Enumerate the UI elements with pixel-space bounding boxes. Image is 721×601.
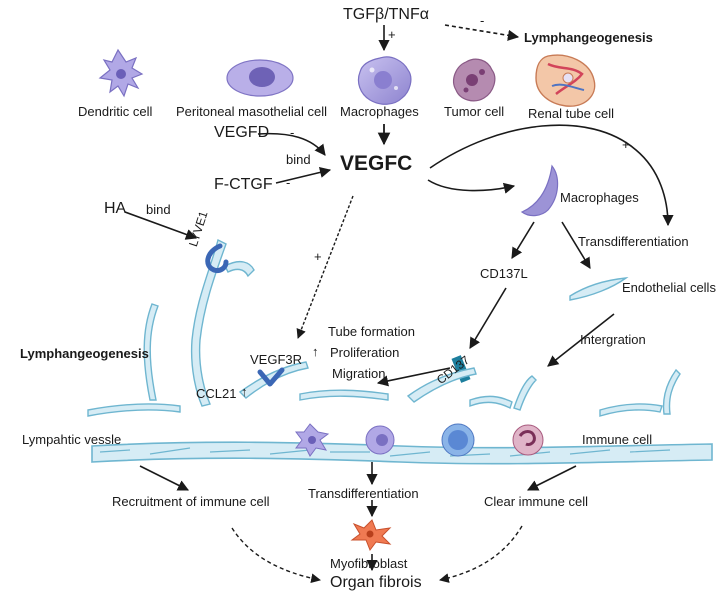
tube-formation-label: Tube formation xyxy=(328,324,415,339)
cd137l-label: CD137L xyxy=(480,266,528,281)
fctgf-to-vegfc-arrow xyxy=(275,166,332,184)
macrophage-to-cd137l-arrow xyxy=(511,221,535,259)
vegfc-to-vegf3r-dashed-arrow xyxy=(296,195,354,339)
tgf-tnf-label: TGFβ/TNFα xyxy=(343,6,429,23)
immune-dendritic-cell-icon xyxy=(295,423,330,457)
cd137l-to-cd137-arrow xyxy=(469,287,507,349)
organ-fibrosis-label: Organ fibrois xyxy=(330,574,422,591)
renal-tube-cell-label: Renal tube cell xyxy=(528,106,614,121)
dendritic-cell-label: Dendritic cell xyxy=(78,104,153,119)
clear-to-fibrosis-dashed-arrow xyxy=(439,525,523,583)
immune-to-clear-arrow xyxy=(526,465,577,491)
vegf3r-up-arrow: ↑ xyxy=(312,344,319,359)
macrophage-to-endothelial-arrow xyxy=(561,221,591,269)
cd137-to-effects-arrow xyxy=(376,367,451,387)
transdifferentiation-right-label: Transdifferentiation xyxy=(578,234,689,249)
lymphatic-vessel-label: Lympahtic vessle xyxy=(22,432,122,447)
recruitment-to-fibrosis-dashed-arrow xyxy=(231,527,321,584)
tumor-cell-label: Tumor cell xyxy=(444,104,505,119)
myofibroblast-icon xyxy=(350,519,392,552)
endothelial-cells-label: Endothelial cells xyxy=(622,280,716,295)
bind-label-lyve1: bind xyxy=(146,202,171,217)
endothelial-to-vessel-arrow xyxy=(547,313,615,367)
vegfc-label: VEGFC xyxy=(340,152,413,175)
lyve1-receptor-icon xyxy=(205,243,229,273)
bind-label-vegfc: bind xyxy=(286,152,311,167)
vegfd-label: VEGFD xyxy=(214,124,270,141)
lymphatic-capillaries xyxy=(87,238,681,417)
immune-lymphocyte-icon xyxy=(441,423,475,457)
macrophages-top-label: Macrophages xyxy=(340,104,419,119)
recruitment-label: Recruitment of immune cell xyxy=(112,494,270,509)
endothelial-cell-icon xyxy=(569,277,629,301)
renal-tube-cell-icon xyxy=(535,54,596,107)
dendritic-cell-icon xyxy=(98,48,144,98)
vegfc-plus-sign: + xyxy=(622,137,630,152)
ha-label: HA xyxy=(104,200,127,217)
vegf3r-receptor-icon xyxy=(257,367,285,387)
transdifferentiation-bottom-label: Transdifferentiation xyxy=(308,486,419,501)
macrophages-right-label: Macrophages xyxy=(560,190,639,205)
ccl21-up-arrow: ↑ xyxy=(241,384,248,399)
fctgf-label: F-CTGF xyxy=(214,176,273,193)
tgf-minus-sign: - xyxy=(480,13,485,28)
vegfc-to-macrophages-arrow xyxy=(427,179,516,194)
tgf-to-lymphangeogenesis-dashed-arrow xyxy=(444,24,520,41)
macrophage-top-icon xyxy=(357,56,412,105)
vessel-to-recruitment-arrow xyxy=(139,465,190,491)
immune-macrophage-icon xyxy=(365,425,395,455)
lymphangeogenesis-top-label: Lymphangeogenesis xyxy=(524,30,653,45)
peritoneal-cell-label: Peritoneal masothelial cell xyxy=(176,104,328,119)
immune-granulocyte-icon xyxy=(512,424,544,456)
fctgf-minus-sign: - xyxy=(286,175,291,190)
tumor-cell-icon xyxy=(453,58,496,102)
ccl21-label: CCL21 xyxy=(196,386,237,401)
clear-immune-cell-label: Clear immune cell xyxy=(484,494,589,509)
lymphatic-vessel xyxy=(91,441,713,465)
migration-label: Migration xyxy=(332,366,386,381)
immune-cell-label: Immune cell xyxy=(582,432,653,447)
ha-to-lyve1-arrow xyxy=(124,211,198,240)
macrophage-right-icon xyxy=(520,164,559,217)
vegfc-to-transdifferentiation-arrow xyxy=(429,124,674,227)
proliferation-label: Proliferation xyxy=(330,345,400,360)
vegf3r-plus-sign: + xyxy=(314,249,322,264)
intergration-label: Intergration xyxy=(580,332,646,347)
myofibroblast-label: Myofibroblast xyxy=(330,556,408,571)
vegfd-to-vegfc-arrow xyxy=(257,132,326,156)
vegf3r-label: VEGF3R xyxy=(250,352,303,367)
vegfd-minus-sign: - xyxy=(290,125,295,140)
lymphangeogenesis-left-label: Lymphangeogenesis xyxy=(20,346,149,361)
tgf-plus-sign: + xyxy=(388,27,396,42)
peritoneal-mesothelial-cell-icon xyxy=(226,59,294,97)
